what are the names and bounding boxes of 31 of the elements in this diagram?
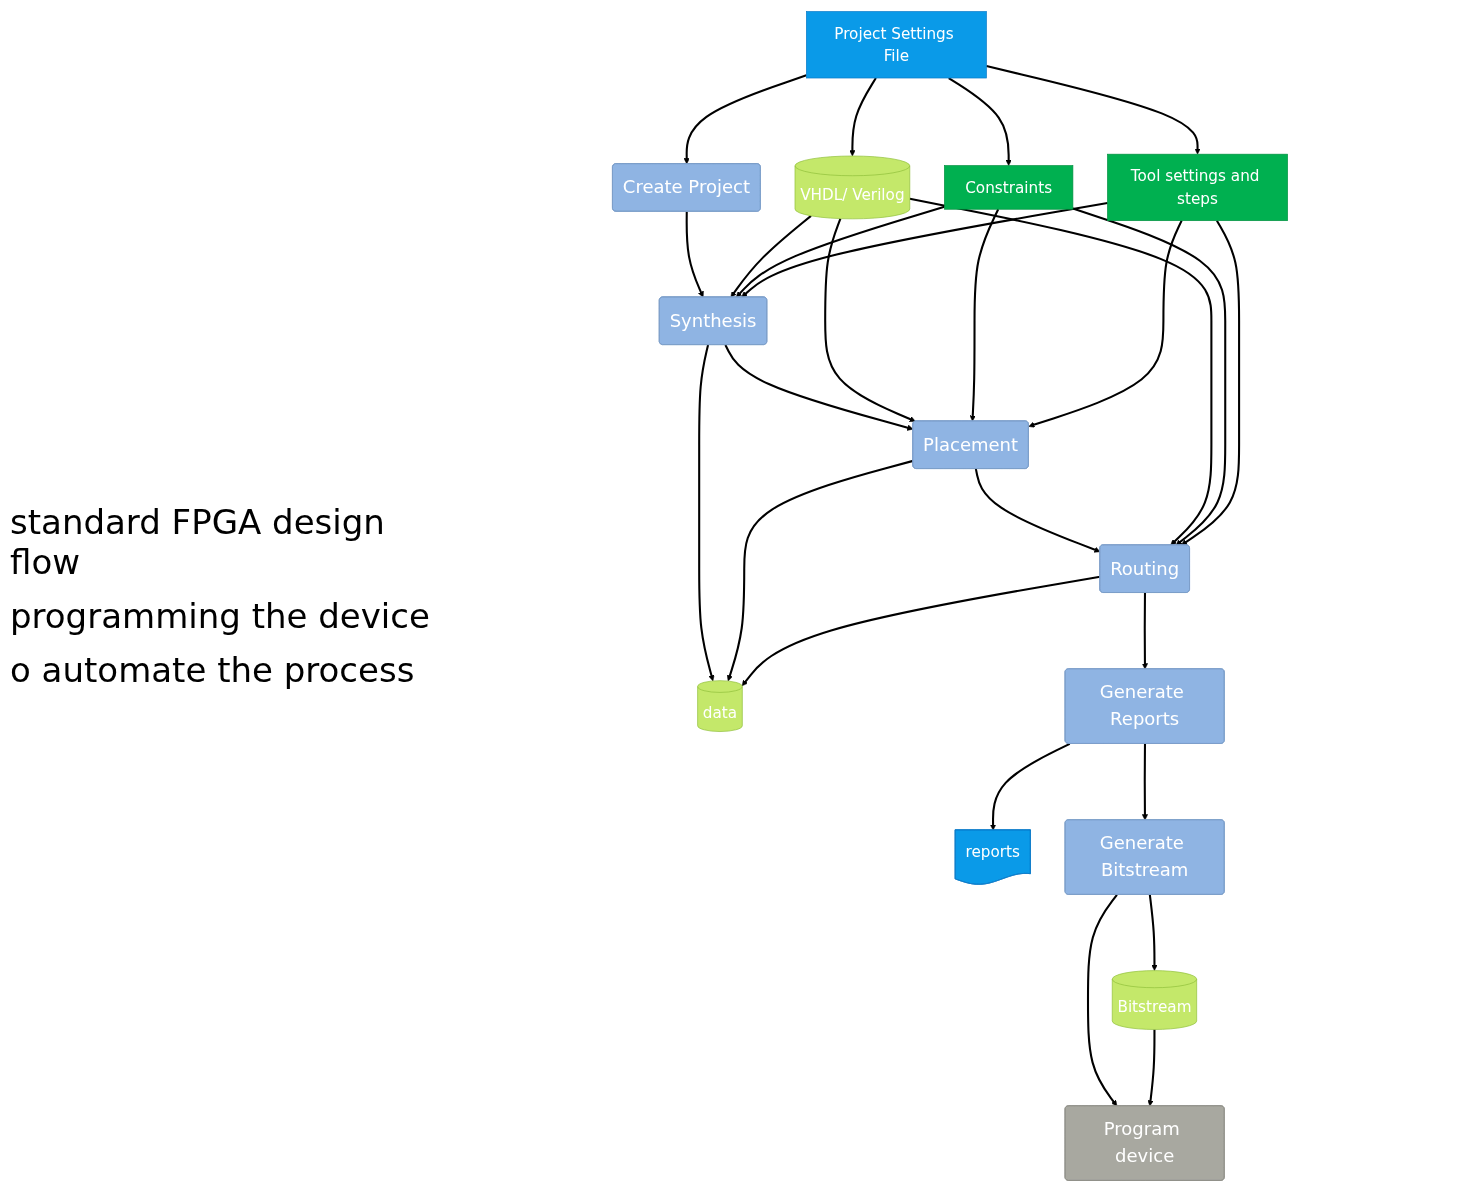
arrow xyxy=(730,214,812,297)
arrow xyxy=(698,344,715,681)
note-text: o automate the process xyxy=(10,649,416,690)
arrow xyxy=(824,217,916,422)
node-box: Tool settings and steps xyxy=(1107,153,1288,221)
arrow xyxy=(948,76,1012,166)
arrow xyxy=(1028,219,1183,428)
arrow xyxy=(974,468,1101,553)
note-text: programming the device xyxy=(10,595,430,636)
arrow xyxy=(849,76,877,156)
arrow xyxy=(986,64,1201,154)
arrow xyxy=(969,208,1000,421)
node-box: Project Settings File xyxy=(806,10,987,78)
arrow xyxy=(724,344,914,431)
arrow xyxy=(741,201,1108,297)
arrow xyxy=(726,459,914,681)
arrow xyxy=(1141,592,1148,669)
arrow xyxy=(1141,743,1148,820)
arrow xyxy=(1181,219,1241,545)
node-box: Constraints xyxy=(944,164,1074,210)
arrow xyxy=(683,73,807,164)
arrow xyxy=(909,197,1213,545)
note-text: standard FPGA design flow xyxy=(10,501,386,582)
arrow xyxy=(990,742,1071,830)
arrow xyxy=(735,205,945,297)
arrow xyxy=(1072,207,1227,545)
arrow xyxy=(741,575,1101,686)
arrow xyxy=(1147,1029,1156,1106)
arrow xyxy=(685,211,704,297)
arrow xyxy=(1148,894,1158,971)
arrow xyxy=(1086,893,1118,1106)
